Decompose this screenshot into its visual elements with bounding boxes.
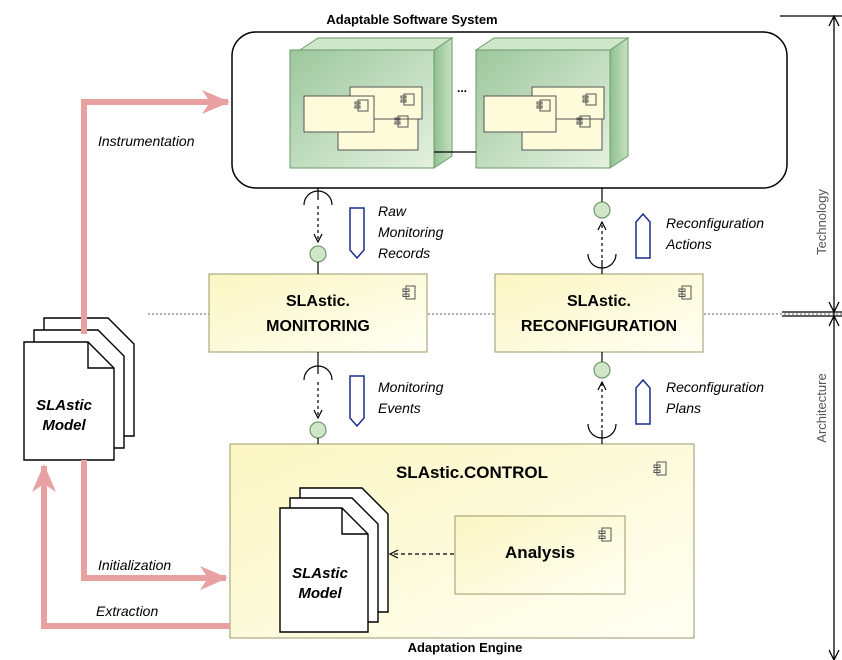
control-name: SLAstic.CONTROL — [396, 463, 548, 482]
inner-model-line2: Model — [298, 585, 342, 602]
instrumentation-label: Instrumentation — [98, 133, 195, 149]
reconfiguration-component — [494, 273, 704, 353]
monitoring-events-message-icon — [349, 375, 365, 428]
technology-layer-label: Technology — [814, 189, 829, 255]
reconfiguration-actions-interface — [587, 188, 617, 274]
monitoring-name-line1: SLAstic. — [286, 293, 350, 310]
extraction-arrow — [32, 464, 230, 629]
reconfiguration-name-line1: SLAstic. — [567, 293, 631, 310]
extraction-label: Extraction — [96, 603, 158, 619]
control-component-icon — [653, 461, 667, 476]
reconfiguration-plans-label-1: Reconfiguration — [666, 379, 764, 395]
outer-model-line2: Model — [42, 417, 86, 434]
inner-model-document-stack — [279, 487, 389, 633]
reconfiguration-actions-message-icon — [635, 212, 651, 259]
monitoring-events-label-2: Events — [378, 400, 421, 416]
architecture-layer-label: Architecture — [814, 373, 829, 442]
reconfiguration-plans-label-2: Plans — [666, 400, 701, 416]
outer-model-line1: SLAstic — [36, 397, 93, 414]
monitoring-component — [208, 273, 428, 353]
system-title: Adaptable Software System — [326, 12, 497, 27]
initialization-label: Initialization — [98, 557, 171, 573]
engine-title: Adaptation Engine — [408, 640, 523, 655]
initialization-arrow — [81, 460, 228, 590]
analysis-name: Analysis — [505, 543, 575, 562]
nodes-ellipsis: ... — [457, 81, 467, 95]
deployment-node-1 — [289, 37, 454, 169]
analysis-component-icon — [598, 527, 612, 542]
monitoring-component-icon — [402, 285, 416, 300]
deployment-node-2 — [474, 37, 630, 169]
monitoring-events-label-1: Monitoring — [378, 379, 444, 395]
reconfiguration-component-icon — [678, 285, 692, 300]
reconfiguration-actions-label-1: Reconfiguration — [666, 215, 764, 231]
monitoring-events-interface — [303, 352, 333, 444]
raw-records-interface — [303, 188, 333, 274]
monitoring-name-line2: MONITORING — [266, 318, 370, 335]
raw-records-label-1: Raw — [378, 203, 407, 219]
reconfiguration-plans-interface — [587, 352, 617, 444]
reconfiguration-actions-label-2: Actions — [665, 236, 712, 252]
layer-bracket — [780, 14, 842, 660]
instrumentation-arrow — [81, 90, 230, 334]
outer-model-document-stack — [23, 317, 135, 461]
inner-model-line1: SLAstic — [292, 565, 349, 582]
raw-records-label-2: Monitoring — [378, 224, 444, 240]
reconfiguration-plans-message-icon — [635, 378, 651, 425]
analysis-component — [454, 515, 626, 595]
raw-records-label-3: Records — [378, 245, 430, 261]
reconfiguration-name-line2: RECONFIGURATION — [521, 318, 677, 335]
raw-records-message-icon — [349, 207, 365, 260]
